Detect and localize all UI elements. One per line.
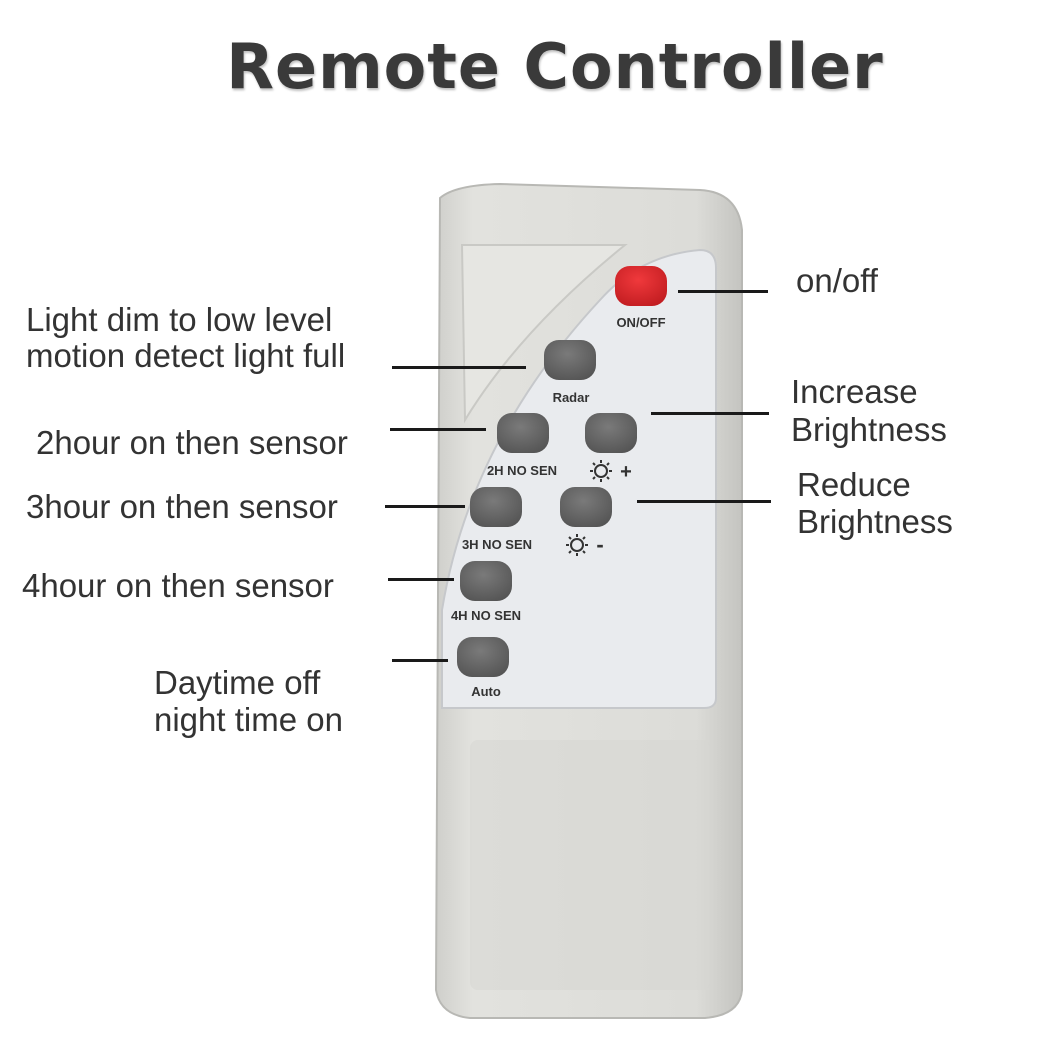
- leader-line-3hour: [385, 505, 465, 508]
- 2h-no-sen-button-label: 2H NO SEN: [487, 463, 557, 478]
- annotation-3hour: 3hour on then sensor: [26, 488, 338, 525]
- 3h-no-sen-button-label: 3H NO SEN: [462, 537, 532, 552]
- 4h-no-sen-button[interactable]: [460, 561, 512, 601]
- auto-button-label: Auto: [471, 684, 501, 699]
- leader-line-reduce: [637, 500, 771, 503]
- remote-top-ridge: [460, 244, 628, 424]
- leader-line-2hour: [390, 428, 486, 431]
- annotation-auto-line1: Daytime off: [154, 664, 321, 701]
- annotation-reduce-line2: Brightness: [797, 503, 953, 540]
- annotation-radar-line2: motion detect light full: [26, 337, 346, 374]
- brightness-up-sign: +: [620, 461, 632, 483]
- annotation-increase-line2: Brightness: [791, 411, 947, 448]
- leader-line-radar: [392, 366, 526, 369]
- annotation-reduce-line1: Reduce: [797, 466, 911, 503]
- leader-line-onoff: [678, 290, 768, 293]
- leader-line-auto: [392, 659, 448, 662]
- leader-line-increase: [651, 412, 769, 415]
- brightness-down-sun-icon: [566, 534, 588, 556]
- remote-lower-shade: [470, 740, 710, 990]
- radar-button[interactable]: [544, 340, 596, 380]
- brightness-up-button[interactable]: [585, 413, 637, 453]
- annotation-2hour: 2hour on then sensor: [36, 424, 348, 461]
- annotation-increase-line1: Increase: [791, 373, 918, 410]
- 4h-no-sen-button-label: 4H NO SEN: [451, 608, 521, 623]
- 2h-no-sen-button[interactable]: [497, 413, 549, 453]
- brightness-up-sun-icon: [590, 460, 612, 482]
- 3h-no-sen-button[interactable]: [470, 487, 522, 527]
- brightness-down-sign: -: [596, 532, 603, 557]
- brightness-down-button[interactable]: [560, 487, 612, 527]
- annotation-4hour: 4hour on then sensor: [22, 567, 334, 604]
- leader-line-4hour: [388, 578, 454, 581]
- annotation-radar-line1: Light dim to low level: [26, 301, 333, 338]
- auto-button[interactable]: [457, 637, 509, 677]
- page-title: Remote Controller: [226, 30, 884, 103]
- annotation-auto-line2: night time on: [154, 701, 343, 738]
- radar-button-label: Radar: [553, 390, 590, 405]
- onoff-button[interactable]: [615, 266, 667, 306]
- annotation-onoff: on/off: [796, 262, 878, 299]
- onoff-button-label: ON/OFF: [616, 315, 665, 330]
